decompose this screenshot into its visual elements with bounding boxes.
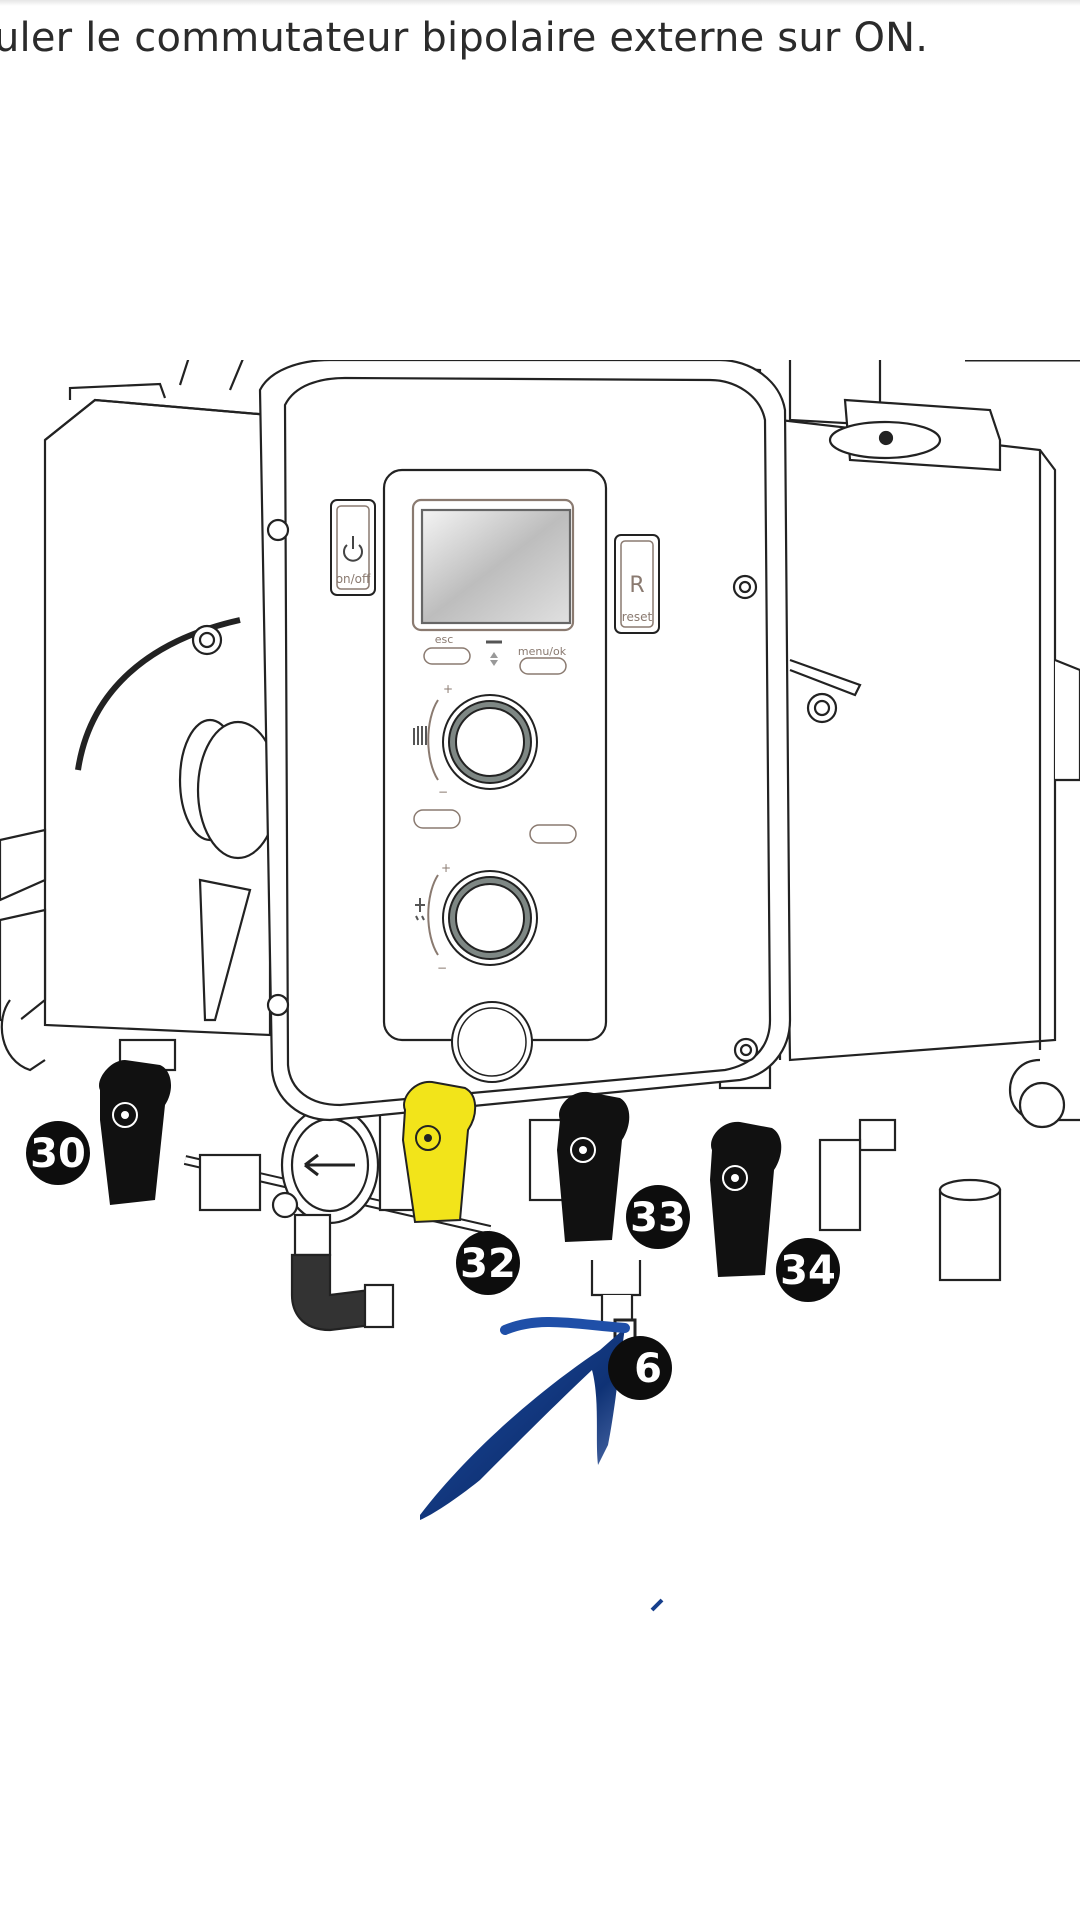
valve-33[interactable] [557,1091,630,1242]
valve-32-gas[interactable] [401,1080,477,1224]
bottom-round-button[interactable] [451,1001,533,1083]
instruction-block: uler le commutateur bipolaire externe su… [0,0,1080,80]
tap-icon [415,898,425,921]
reset-button[interactable]: R reset [614,534,660,634]
menu-ok-button[interactable]: menu/ok [518,645,567,675]
svg-text:34: 34 [780,1248,836,1294]
wrench-icon [486,640,502,666]
callout-34: 34 [776,1238,840,1302]
power-label: on/off [336,572,371,586]
callout-33: 33 [626,1185,690,1249]
reset-symbol: R [629,573,644,598]
valve-30[interactable] [99,1060,172,1205]
left-housing [0,360,280,1072]
svg-text:+: + [443,682,453,696]
instruction-text: uler le commutateur bipolaire externe su… [0,15,929,61]
callout-30: 30 [26,1121,90,1185]
svg-text:−: − [437,961,447,975]
power-button[interactable]: on/off [330,499,376,596]
boiler-illustration: on/off R reset esc menu/ok + − [0,360,1080,1612]
valve-34[interactable] [710,1121,782,1277]
page-top-edge [0,0,1080,6]
svg-text:32: 32 [460,1241,516,1287]
hot-water-knob[interactable]: + − [415,861,538,975]
svg-text:6: 6 [634,1346,662,1392]
callout-36: 6 [608,1336,672,1400]
menu-ok-label: menu/ok [518,645,567,658]
svg-text:30: 30 [30,1131,86,1177]
esc-label: esc [435,633,454,646]
radiator-icon [413,726,427,745]
power-icon [343,536,363,562]
direction-arrow [420,1316,664,1612]
left-function-button[interactable] [413,809,461,829]
svg-text:+: + [441,861,451,875]
right-function-button[interactable] [529,824,577,844]
svg-text:33: 33 [630,1195,686,1241]
svg-text:−: − [438,785,448,799]
esc-button[interactable]: esc [423,633,471,665]
callout-32: 32 [456,1231,520,1295]
reset-label: reset [622,610,653,624]
heating-knob[interactable]: + − [413,682,538,799]
